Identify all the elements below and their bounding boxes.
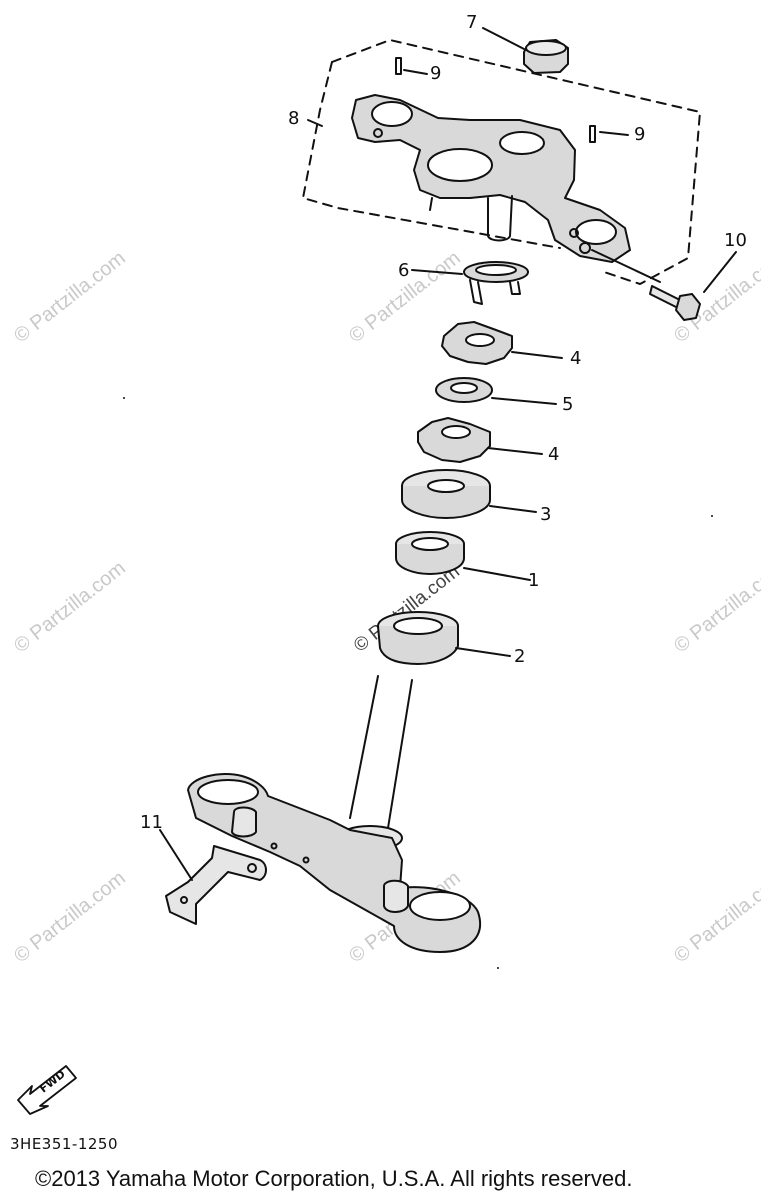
callout-5: 5 bbox=[562, 394, 574, 415]
fwd-arrow-icon bbox=[17, 1065, 77, 1115]
callout-9: 9 bbox=[430, 63, 442, 84]
part-5-washer bbox=[435, 377, 493, 403]
part-4-ring-nut-upper bbox=[441, 321, 513, 365]
callout-11: 11 bbox=[140, 812, 163, 833]
part-4-ring-nut-lower bbox=[417, 417, 491, 463]
part-7-cap-nut bbox=[523, 39, 569, 74]
lower-bracket bbox=[187, 772, 481, 953]
callout-9: 9 bbox=[634, 124, 646, 145]
callout-3: 3 bbox=[540, 504, 552, 525]
part-2-bearing-race bbox=[377, 611, 459, 665]
callout-7: 7 bbox=[466, 12, 478, 33]
part-code: 3HE351-1250 bbox=[10, 1135, 119, 1153]
callout-4: 4 bbox=[548, 444, 560, 465]
part-11-bracket bbox=[165, 845, 267, 925]
callout-1: 1 bbox=[528, 570, 540, 591]
part-10-bolt bbox=[649, 285, 701, 321]
callout-6: 6 bbox=[398, 260, 410, 281]
part-8-upper-bracket bbox=[351, 94, 631, 263]
copyright-notice: ©2013 Yamaha Motor Corporation, U.S.A. A… bbox=[35, 1166, 633, 1191]
part-6-lock-washer bbox=[463, 261, 529, 305]
part-1-bearing bbox=[395, 531, 465, 575]
callout-8: 8 bbox=[288, 108, 300, 129]
part-3-bearing-cover bbox=[401, 469, 491, 519]
callout-4: 4 bbox=[570, 348, 582, 369]
callout-2: 2 bbox=[514, 646, 526, 667]
steering-stem bbox=[337, 675, 413, 851]
callout-10: 10 bbox=[724, 230, 747, 251]
